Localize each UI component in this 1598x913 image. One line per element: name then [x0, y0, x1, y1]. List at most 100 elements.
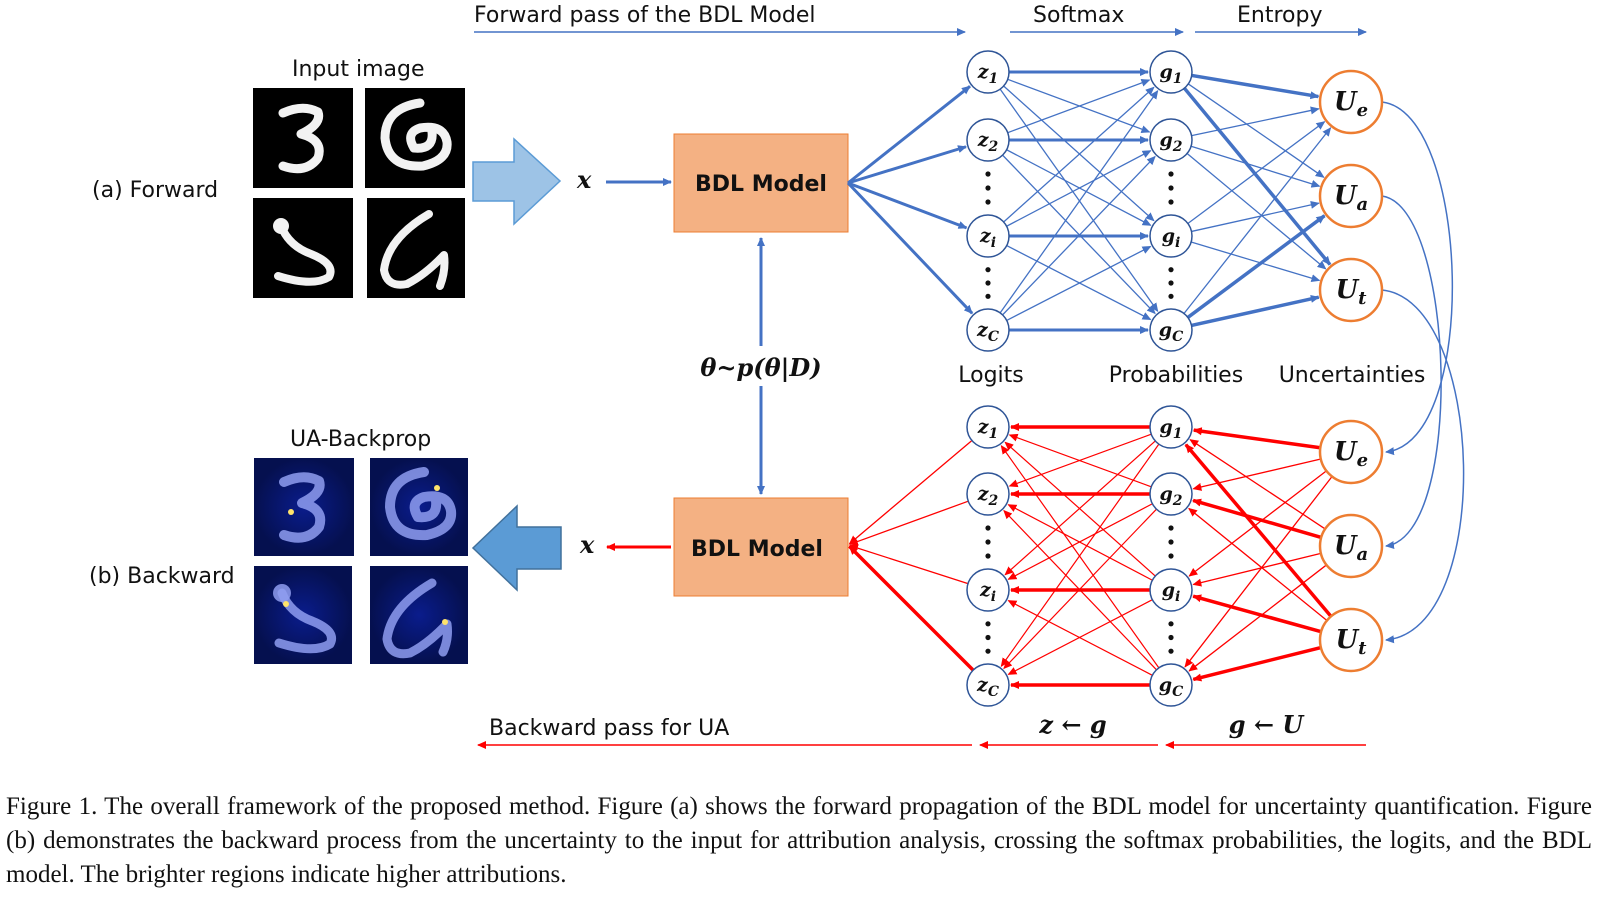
figure-caption: Figure 1. The overall framework of the p… [6, 793, 1592, 888]
uncertainty-to-prob-edge [1184, 476, 1333, 668]
forward-network-edges [846, 68, 1332, 334]
prob-to-uncertainty-edge [1186, 152, 1327, 270]
prob-to-uncertainty-edge [1190, 145, 1321, 188]
uncertainty-to-prob-edge [1192, 594, 1322, 634]
uncertainty-to-prob-edge [1189, 439, 1326, 530]
prob-to-logit-edge [1004, 441, 1156, 577]
prob-node-1: g1 [1149, 50, 1193, 94]
probabilities-label: Probabilities [1109, 363, 1243, 388]
uncertainty-transfer-curves [1381, 101, 1465, 644]
logit-node-back-2: z2 [966, 472, 1010, 516]
uncertainty-to-prob-edge [1192, 498, 1322, 540]
logit-to-model-edge [848, 500, 969, 546]
logit-to-model-edge [848, 544, 969, 585]
logit-to-prob-edge [1002, 154, 1156, 315]
ellipsis-dot [985, 553, 991, 559]
logit-to-prob-edge [1003, 85, 1155, 222]
logit-node-back-1: z1 [966, 405, 1010, 449]
ellipsis-dot [985, 648, 991, 654]
ellipsis-dot [1168, 171, 1174, 177]
uncertainty-node-a: Ua [1318, 163, 1384, 229]
prob-to-logit-edge [1008, 433, 1152, 488]
prob-node-back-C: gC [1149, 663, 1193, 707]
logit-node-back-1-label: z1 [977, 416, 999, 442]
bdl-model-forward-label: BDL Model [695, 172, 827, 197]
bdl-model-backward [673, 497, 849, 597]
input-digit-8 [365, 88, 465, 188]
ellipsis-dot [1168, 280, 1174, 286]
logit-to-prob-edge [1006, 150, 1152, 227]
prob-to-uncertainty-edge [1183, 127, 1332, 314]
ellipsis-dot [1168, 199, 1174, 205]
uncertainty-transfer-curve [1381, 101, 1454, 456]
ellipsis-dot [1168, 648, 1174, 654]
ellipsis-dot [985, 280, 991, 286]
backward-big-arrow [471, 504, 562, 592]
z-from-g-label: z ← g [1038, 710, 1106, 739]
logit-to-prob-edge [1007, 78, 1151, 133]
bdl-model-forward [673, 133, 849, 233]
logit-node-i-label: zi [979, 225, 996, 251]
prob-to-uncertainty-edge [1183, 87, 1332, 266]
ellipsis-dot [1168, 539, 1174, 545]
uncertainty-node-e-label: Ue [1334, 87, 1368, 121]
model-to-logit-edge [846, 181, 974, 315]
entropy-label: Entropy [1237, 3, 1322, 28]
softmax-label: Softmax [1033, 3, 1124, 28]
logit-to-prob-edge [1006, 245, 1152, 321]
ellipsis-dots [985, 171, 1174, 654]
logit-to-prob-edge [1006, 245, 1152, 321]
ellipsis-dot [985, 199, 991, 205]
attribution-digit-6 [370, 566, 468, 664]
logit-node-2-label: z2 [977, 129, 999, 155]
prob-to-uncertainty-edge [1191, 73, 1320, 100]
logit-node-back-C: zC [966, 663, 1010, 707]
prob-node-i: gi [1149, 214, 1193, 258]
logit-node-1-label: z1 [977, 61, 999, 87]
uncertainty-node-back-t: Ut [1318, 607, 1384, 673]
logit-node-i: zi [966, 214, 1010, 258]
uncertainty-transfer-curve [1381, 195, 1442, 549]
logit-node-C-label: zC [976, 319, 999, 345]
output-x-label: x [579, 530, 595, 559]
prob-to-logit-edge [1007, 600, 1153, 676]
logit-to-prob-edge [1002, 155, 1156, 316]
prob-to-uncertainty-edge [1191, 200, 1320, 233]
prob-node-back-C-label: gC [1159, 674, 1183, 700]
prob-node-back-2: g2 [1149, 472, 1193, 516]
prob-to-uncertainty-edge [1187, 121, 1326, 224]
prob-to-uncertainty-edge [1187, 83, 1325, 178]
ellipsis-dot [985, 267, 991, 273]
forward-row-label: (a) Forward [92, 178, 218, 203]
ellipsis-dot [1168, 267, 1174, 273]
logit-node-back-i: zi [966, 568, 1010, 612]
ellipsis-dot [1168, 634, 1174, 641]
prob-to-logit-edge [1007, 504, 1153, 581]
uncertainty-transfer-curve [1381, 289, 1465, 644]
model-to-logit-edge [847, 85, 971, 185]
uncertainty-node-t: Ut [1318, 257, 1384, 323]
prob-node-back-1: g1 [1149, 405, 1193, 449]
uncertainty-node-t-label: Ut [1335, 275, 1367, 309]
attribution-digit-3 [254, 458, 354, 556]
logit-node-back-C-label: zC [976, 674, 999, 700]
prob-to-logit-edge [1008, 433, 1152, 488]
prob-node-back-i: gi [1149, 568, 1193, 612]
forward-pass-label: Forward pass of the BDL Model [474, 3, 815, 28]
logit-to-model-edge [848, 545, 975, 672]
theta-posterior-label: θ~p(θ|D) [700, 353, 821, 382]
prob-to-logit-edge [1004, 440, 1156, 576]
ellipsis-dot [985, 171, 991, 177]
logit-to-prob-edge [999, 89, 1159, 314]
ellipsis-dot [1168, 553, 1174, 559]
prob-node-2: g2 [1149, 118, 1193, 162]
uncertainty-to-prob-edge [1192, 645, 1322, 682]
ellipsis-dot [985, 539, 991, 545]
ellipsis-dot [985, 525, 991, 531]
logit-to-model-edge [848, 440, 973, 545]
ellipsis-dot [1168, 525, 1174, 531]
model-to-logit-edge [847, 145, 967, 185]
prob-node-back-1-label: g1 [1159, 416, 1182, 442]
logit-node-C: zC [966, 308, 1010, 352]
